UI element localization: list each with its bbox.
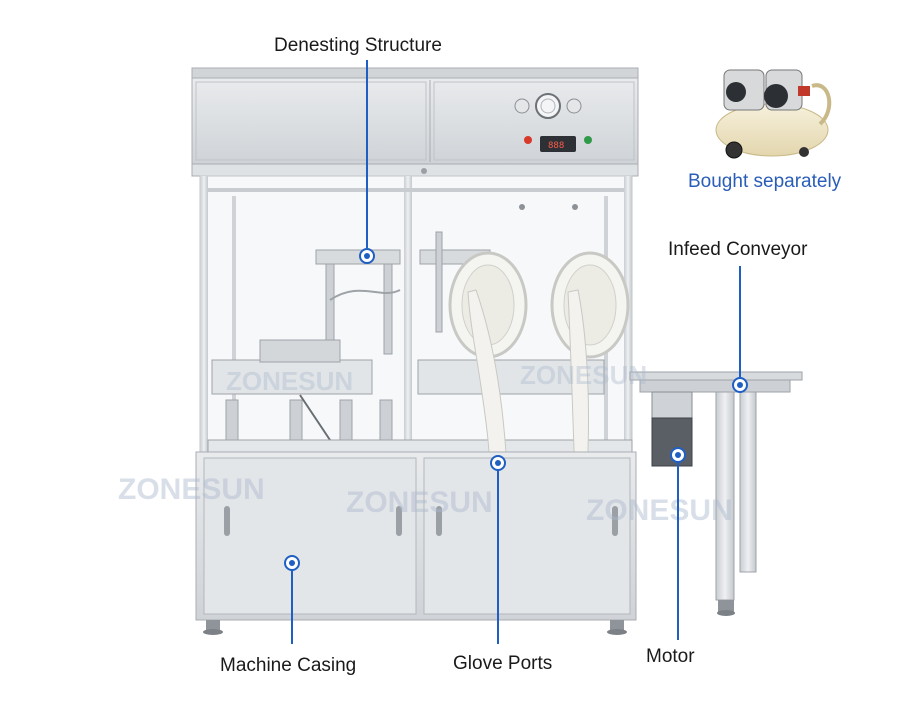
- svg-text:888: 888: [548, 141, 564, 151]
- motor-label: Motor: [646, 646, 695, 667]
- watermark-text: ZONESUN: [346, 486, 493, 519]
- machine-casing: [195, 451, 637, 635]
- infeed-conveyor: [629, 371, 803, 616]
- denesting-structure-label: Denesting Structure: [274, 35, 442, 56]
- bought-separately-label: Bought separately: [688, 171, 842, 192]
- callout-markers: [284, 248, 748, 571]
- control-panel: 888: [514, 93, 592, 152]
- infeed-conveyor-label: Infeed Conveyor: [668, 239, 808, 260]
- watermark-text: ZONESUN: [226, 366, 353, 396]
- glove-ports-label: Glove Ports: [453, 653, 553, 674]
- machine-casing-label: Machine Casing: [220, 655, 357, 676]
- callout-lines: [291, 60, 741, 644]
- air-compressor-image: [715, 69, 832, 159]
- glove-ports: [448, 251, 630, 497]
- watermark-text: ZONESUN: [586, 494, 733, 527]
- watermark-text: ZONESUN: [118, 473, 265, 506]
- watermark-text: ZONESUN: [520, 360, 647, 390]
- top-hood: [191, 67, 639, 177]
